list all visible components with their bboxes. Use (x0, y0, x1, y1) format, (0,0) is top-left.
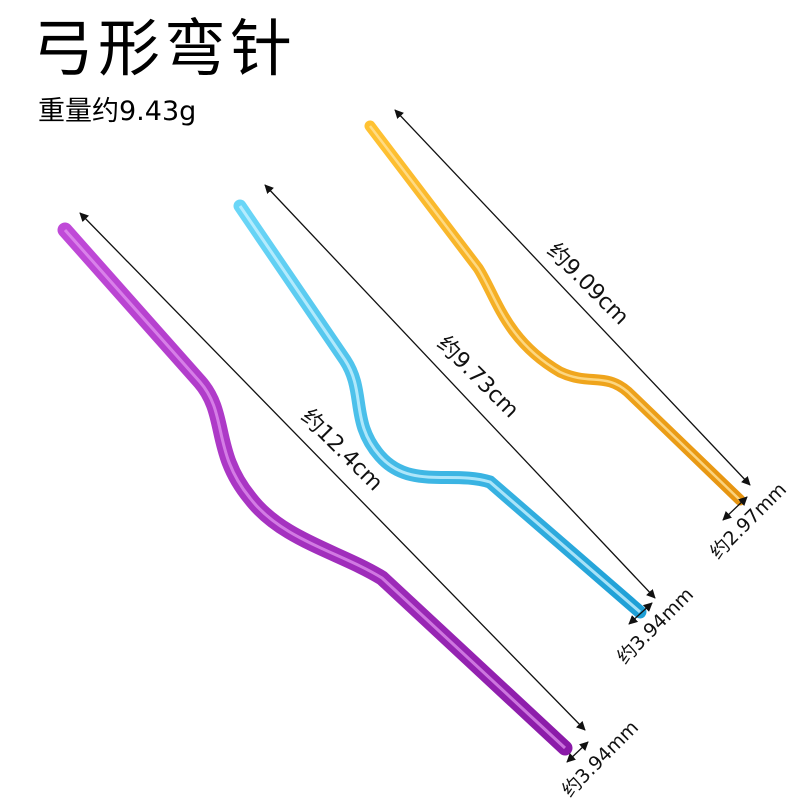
blue-diameter-line (628, 602, 653, 625)
product-title: 弓形弯针 (32, 12, 297, 85)
orange-length-line (394, 109, 751, 486)
purple-diameter-line (566, 741, 589, 763)
orange-length-label: 约9.09cm (542, 239, 634, 331)
orange-diameter-label: 约2.97mm (706, 478, 791, 563)
orange-diameter-line (722, 496, 748, 521)
purple-length-line (79, 212, 586, 731)
orange-needle (364, 120, 746, 506)
weight-label: 重量约9.43g (38, 96, 197, 127)
